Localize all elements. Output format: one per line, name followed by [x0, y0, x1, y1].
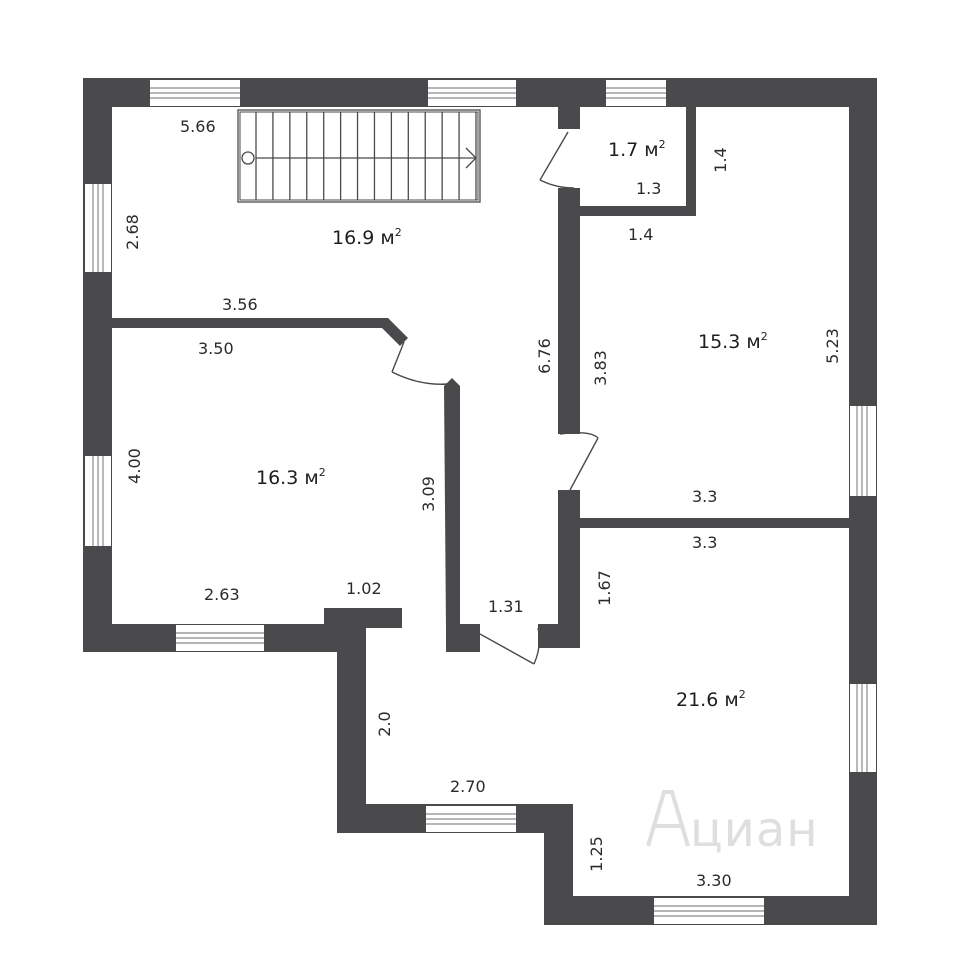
dim-living-step: 1.25 [587, 836, 606, 872]
watermark-text: циан [690, 802, 819, 858]
room-labels: 16.9 м2 1.7 м2 15.3 м2 16.3 м2 21.6 м2 [256, 138, 768, 711]
stair-start-icon [241, 151, 255, 165]
dim-left-room-left: 4.00 [125, 448, 144, 484]
dim-wc-width: 1.3 [636, 179, 661, 198]
dim-right-room-height: 3.83 [591, 350, 610, 386]
stair-treads [255, 112, 477, 200]
room-area-wc: 1.7 м2 [608, 138, 666, 161]
room-area-bedroom-left: 16.3 м2 [256, 466, 326, 489]
window-top-1 [150, 80, 240, 106]
dim-living-notch: 2.70 [450, 777, 486, 796]
dim-wc-height: 1.4 [711, 147, 730, 172]
dim-left-room-bottom: 2.63 [204, 585, 240, 604]
dim-living-left: 1.67 [595, 570, 614, 606]
dim-left-room-niche: 1.02 [346, 579, 382, 598]
interior-walls [112, 107, 849, 652]
watermark: циан [646, 790, 819, 858]
window-left-2 [85, 456, 111, 546]
dim-right-room-bottom: 3.3 [692, 487, 717, 506]
dim-left-room-right: 3.09 [419, 476, 438, 512]
dim-corridor-right: 6.76 [535, 338, 554, 374]
dim-left-room-top: 3.50 [198, 339, 234, 358]
exterior-walls [83, 78, 877, 925]
window-bottom-right [654, 898, 764, 924]
window-top-3 [606, 80, 666, 106]
room-area-hall: 16.9 м2 [332, 226, 402, 249]
staircase [237, 109, 481, 203]
window-notch [426, 806, 516, 832]
window-right-2 [850, 684, 876, 772]
watermark-logo-icon [646, 790, 690, 847]
window-left-1 [85, 184, 111, 272]
dim-hall-left: 2.68 [123, 214, 142, 250]
dim-living-bottom: 3.30 [696, 871, 732, 890]
door-wc [539, 131, 575, 189]
room-area-bedroom-right: 15.3 м2 [698, 330, 768, 353]
windows [85, 80, 876, 924]
dim-hall-top: 5.66 [180, 117, 216, 136]
dim-right-room-outer: 5.23 [823, 328, 842, 364]
dimension-labels: 5.66 2.68 3.56 6.76 1.3 1.4 1.4 3.83 5.2… [123, 117, 842, 890]
door-left-bedroom [391, 341, 449, 385]
window-right-1 [850, 406, 876, 496]
dim-hall-bottom: 3.56 [222, 295, 258, 314]
dim-wc-bottom: 1.4 [628, 225, 653, 244]
door-living [479, 627, 541, 665]
doors [391, 131, 599, 665]
dim-living-top: 3.3 [692, 533, 717, 552]
door-right-bedroom [559, 431, 599, 491]
dim-living-extension: 2.0 [375, 711, 394, 736]
room-area-living: 21.6 м2 [676, 688, 746, 711]
window-bottom-left [176, 625, 264, 651]
dim-door-gap: 1.31 [488, 597, 524, 616]
window-top-2 [428, 80, 516, 106]
